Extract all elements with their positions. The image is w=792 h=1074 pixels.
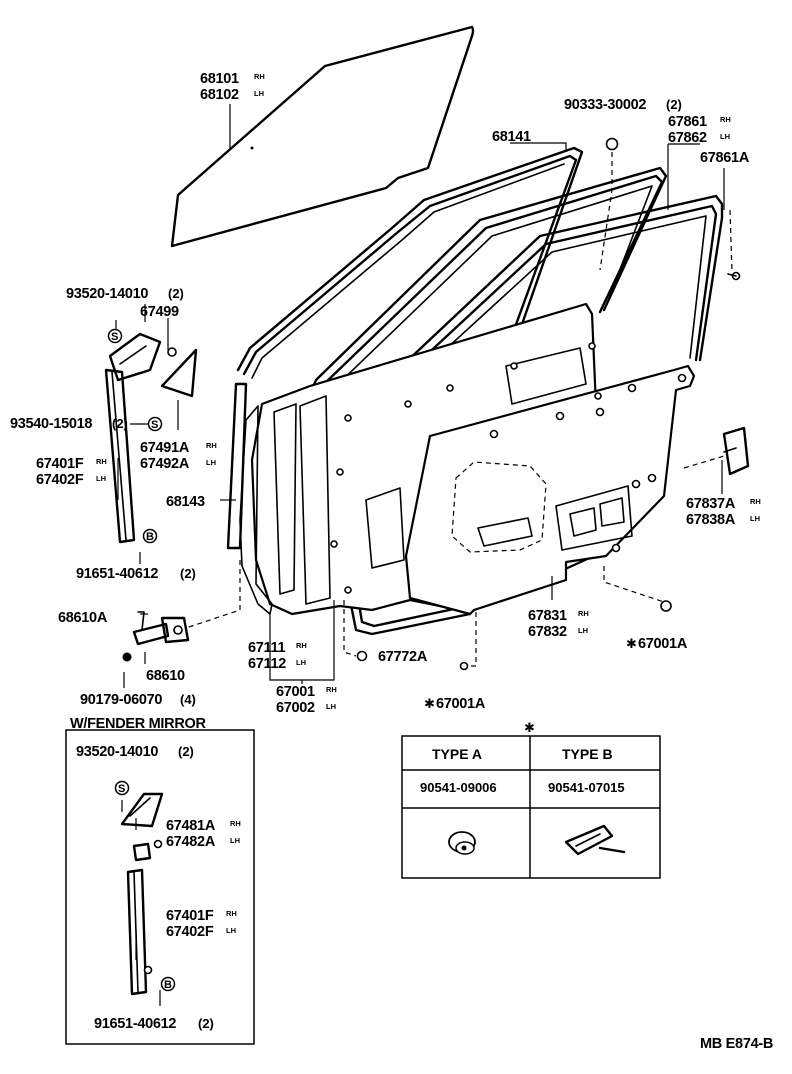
tag-67001-rh: RH bbox=[326, 685, 337, 694]
label-67861: 67861 bbox=[668, 114, 707, 130]
label-68101: 68101 bbox=[200, 71, 239, 87]
fasteners bbox=[356, 137, 741, 671]
door-trim-board bbox=[404, 364, 696, 616]
s-symbol-b: S bbox=[151, 419, 158, 431]
inset-qty-93520: (2) bbox=[178, 744, 194, 759]
inset-label-67481a: 67481A bbox=[166, 818, 216, 834]
inset-tag-67402f-lh: LH bbox=[226, 926, 236, 935]
tag-68101-rh: RH bbox=[254, 72, 265, 81]
inset-tag-67481a-rh: RH bbox=[230, 819, 241, 828]
inset-title: W/FENDER MIRROR bbox=[70, 716, 206, 732]
type-a-clip-icon bbox=[448, 831, 476, 855]
callout-labels: 68101 RH 68102 LH 68141 90333-30002 (2) … bbox=[10, 71, 773, 1052]
type-table-part-b: 90541-07015 bbox=[548, 780, 625, 795]
inset-label-67482a: 67482A bbox=[166, 834, 216, 850]
inset-label-67402f: 67402F bbox=[166, 924, 214, 940]
label-68610: 68610 bbox=[146, 668, 185, 684]
label-67492a: 67492A bbox=[140, 456, 190, 472]
label-93520: 93520-14010 bbox=[66, 286, 148, 302]
label-67112: 67112 bbox=[248, 656, 286, 672]
door-pocket bbox=[722, 426, 750, 476]
qty-93540: (2) bbox=[112, 416, 128, 431]
s-symbol-inset: S bbox=[118, 783, 125, 795]
b-symbol-inset: B bbox=[164, 979, 172, 991]
label-67002: 67002 bbox=[276, 700, 315, 716]
tag-67837a-rh: RH bbox=[750, 497, 761, 506]
s-symbol-a: S bbox=[111, 331, 118, 343]
tag-67838a-lh: LH bbox=[750, 514, 760, 523]
label-67838a: 67838A bbox=[686, 512, 736, 528]
tag-67401f-rh: RH bbox=[96, 457, 107, 466]
label-67831: 67831 bbox=[528, 608, 567, 624]
label-67111: 67111 bbox=[248, 640, 285, 656]
type-table-part-a: 90541-09006 bbox=[420, 780, 497, 795]
type-b-clip-icon bbox=[564, 824, 626, 856]
front-run-68143 bbox=[226, 382, 248, 550]
label-90179: 90179-06070 bbox=[80, 692, 162, 708]
type-table-marker: ✱ bbox=[524, 720, 535, 735]
label-67499: 67499 bbox=[140, 304, 179, 320]
star-67001a-right: ✱ bbox=[626, 636, 637, 651]
label-68610a: 68610A bbox=[58, 610, 108, 626]
label-67401f: 67401F bbox=[36, 456, 84, 472]
leader-lines bbox=[115, 104, 733, 1006]
label-68141: 68141 bbox=[492, 129, 531, 145]
division-channel bbox=[104, 332, 162, 544]
star-67001a-bottom: ✱ bbox=[424, 696, 435, 711]
tag-67862-lh: LH bbox=[720, 132, 730, 141]
mirror-cover bbox=[160, 347, 198, 398]
label-67832: 67832 bbox=[528, 624, 567, 640]
tag-67491a-rh: RH bbox=[206, 441, 217, 450]
tag-67002-lh: LH bbox=[326, 702, 336, 711]
inset-label-93520: 93520-14010 bbox=[76, 744, 158, 760]
tag-67861-rh: RH bbox=[720, 115, 731, 124]
tag-67402f-lh: LH bbox=[96, 474, 106, 483]
label-67861a: 67861A bbox=[700, 150, 750, 166]
label-67491a: 67491A bbox=[140, 440, 190, 456]
label-93540: 93540-15018 bbox=[10, 416, 92, 432]
tag-67112-lh: LH bbox=[296, 658, 306, 667]
tag-67111-rh: RH bbox=[296, 641, 307, 650]
label-67837a: 67837A bbox=[686, 496, 736, 512]
label-67001a-right: 67001A bbox=[638, 636, 688, 652]
type-table-header-b: TYPE B bbox=[562, 746, 613, 762]
inset-qty-91651: (2) bbox=[198, 1016, 214, 1031]
qty-90333: (2) bbox=[666, 97, 682, 112]
label-67402f: 67402F bbox=[36, 472, 84, 488]
tag-67831-rh: RH bbox=[578, 609, 589, 618]
type-table bbox=[401, 735, 661, 879]
qty-91651: (2) bbox=[180, 566, 196, 581]
fender-mirror-inset bbox=[65, 729, 255, 1045]
inset-label-91651: 91651-40612 bbox=[94, 1016, 176, 1032]
tag-67492a-lh: LH bbox=[206, 458, 216, 467]
inset-label-67401f: 67401F bbox=[166, 908, 214, 924]
label-91651: 91651-40612 bbox=[76, 566, 158, 582]
fastener-symbols: S S B S B bbox=[107, 328, 176, 992]
type-table-header-a: TYPE A bbox=[432, 746, 482, 762]
tag-67832-lh: LH bbox=[578, 626, 588, 635]
tag-68102-lh: LH bbox=[254, 89, 264, 98]
label-90333: 90333-30002 bbox=[564, 97, 646, 113]
qty-93520: (2) bbox=[168, 286, 184, 301]
door-hinge bbox=[122, 611, 190, 662]
glass-run-channel bbox=[236, 146, 584, 379]
b-symbol-a: B bbox=[146, 531, 154, 543]
inset-tag-67482a-lh: LH bbox=[230, 836, 240, 845]
label-67862: 67862 bbox=[668, 130, 707, 146]
label-67772a: 67772A bbox=[378, 649, 428, 665]
qty-90179: (4) bbox=[180, 692, 196, 707]
inset-tag-67401f-rh: RH bbox=[226, 909, 237, 918]
door-glass bbox=[170, 25, 475, 248]
diagram-code: MB E874-B bbox=[700, 1036, 773, 1052]
label-67001a-bottom: 67001A bbox=[436, 696, 486, 712]
label-68102: 68102 bbox=[200, 87, 239, 103]
label-67001: 67001 bbox=[276, 684, 315, 700]
label-68143: 68143 bbox=[166, 494, 205, 510]
shell-clips bbox=[330, 342, 602, 594]
